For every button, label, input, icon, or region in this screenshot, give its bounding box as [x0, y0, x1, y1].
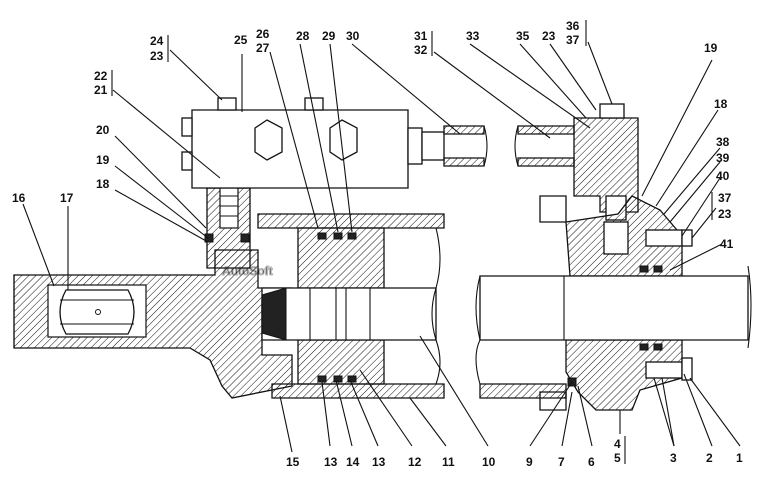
callout-24: 24	[150, 34, 164, 48]
callout-35: 35	[516, 29, 530, 43]
callout-labels: 24 23 25 26 27 28 29 30 31 32 33 35 23 3…	[12, 19, 743, 469]
callout-5: 5	[614, 451, 621, 465]
callout-29: 29	[322, 29, 336, 43]
callout-16: 16	[12, 191, 26, 205]
callout-13: 13	[324, 455, 338, 469]
callout-20: 20	[96, 123, 110, 137]
callout-15: 15	[286, 455, 300, 469]
callout-41: 41	[720, 237, 734, 251]
callout-19: 19	[704, 41, 718, 55]
piston-rod	[261, 287, 437, 341]
callout-27: 27	[256, 41, 270, 55]
callout-13: 13	[372, 455, 386, 469]
callout-19: 19	[96, 153, 110, 167]
callout-6: 6	[588, 455, 595, 469]
callout-1: 1	[736, 451, 743, 465]
callout-14: 14	[346, 455, 360, 469]
callout-18: 18	[96, 177, 110, 191]
callout-12: 12	[408, 455, 422, 469]
callout-23: 23	[542, 29, 556, 43]
left-assembly	[13, 171, 445, 399]
callout-36: 36	[566, 19, 580, 33]
callout-38: 38	[716, 135, 730, 149]
callout-33: 33	[466, 29, 480, 43]
bracket	[573, 117, 639, 213]
callout-23: 23	[718, 207, 732, 221]
callout-4: 4	[614, 437, 621, 451]
callout-37: 37	[718, 191, 732, 205]
right-assembly	[475, 103, 752, 411]
callout-39: 39	[716, 151, 730, 165]
callout-28: 28	[296, 29, 310, 43]
cylinder-tube-bottom	[271, 383, 445, 399]
callout-32: 32	[414, 43, 428, 57]
callout-18: 18	[714, 97, 728, 111]
callout-10: 10	[482, 455, 496, 469]
leader-lines	[22, 41, 741, 453]
rod-right	[479, 275, 749, 341]
callout-25: 25	[234, 33, 248, 47]
callout-17: 17	[60, 191, 74, 205]
callout-9: 9	[526, 455, 533, 469]
callout-31: 31	[414, 29, 428, 43]
callout-21: 21	[94, 83, 108, 97]
callout-26: 26	[256, 27, 270, 41]
callout-40: 40	[716, 169, 730, 183]
callout-3: 3	[670, 451, 677, 465]
callout-22: 22	[94, 69, 108, 83]
callout-2: 2	[706, 451, 713, 465]
callout-37: 37	[566, 33, 580, 47]
callout-11: 11	[442, 455, 455, 469]
valve-block	[181, 97, 488, 189]
callout-30: 30	[346, 29, 360, 43]
valve-body-25	[191, 109, 409, 189]
callout-23: 23	[150, 49, 164, 63]
callout-7: 7	[558, 455, 565, 469]
